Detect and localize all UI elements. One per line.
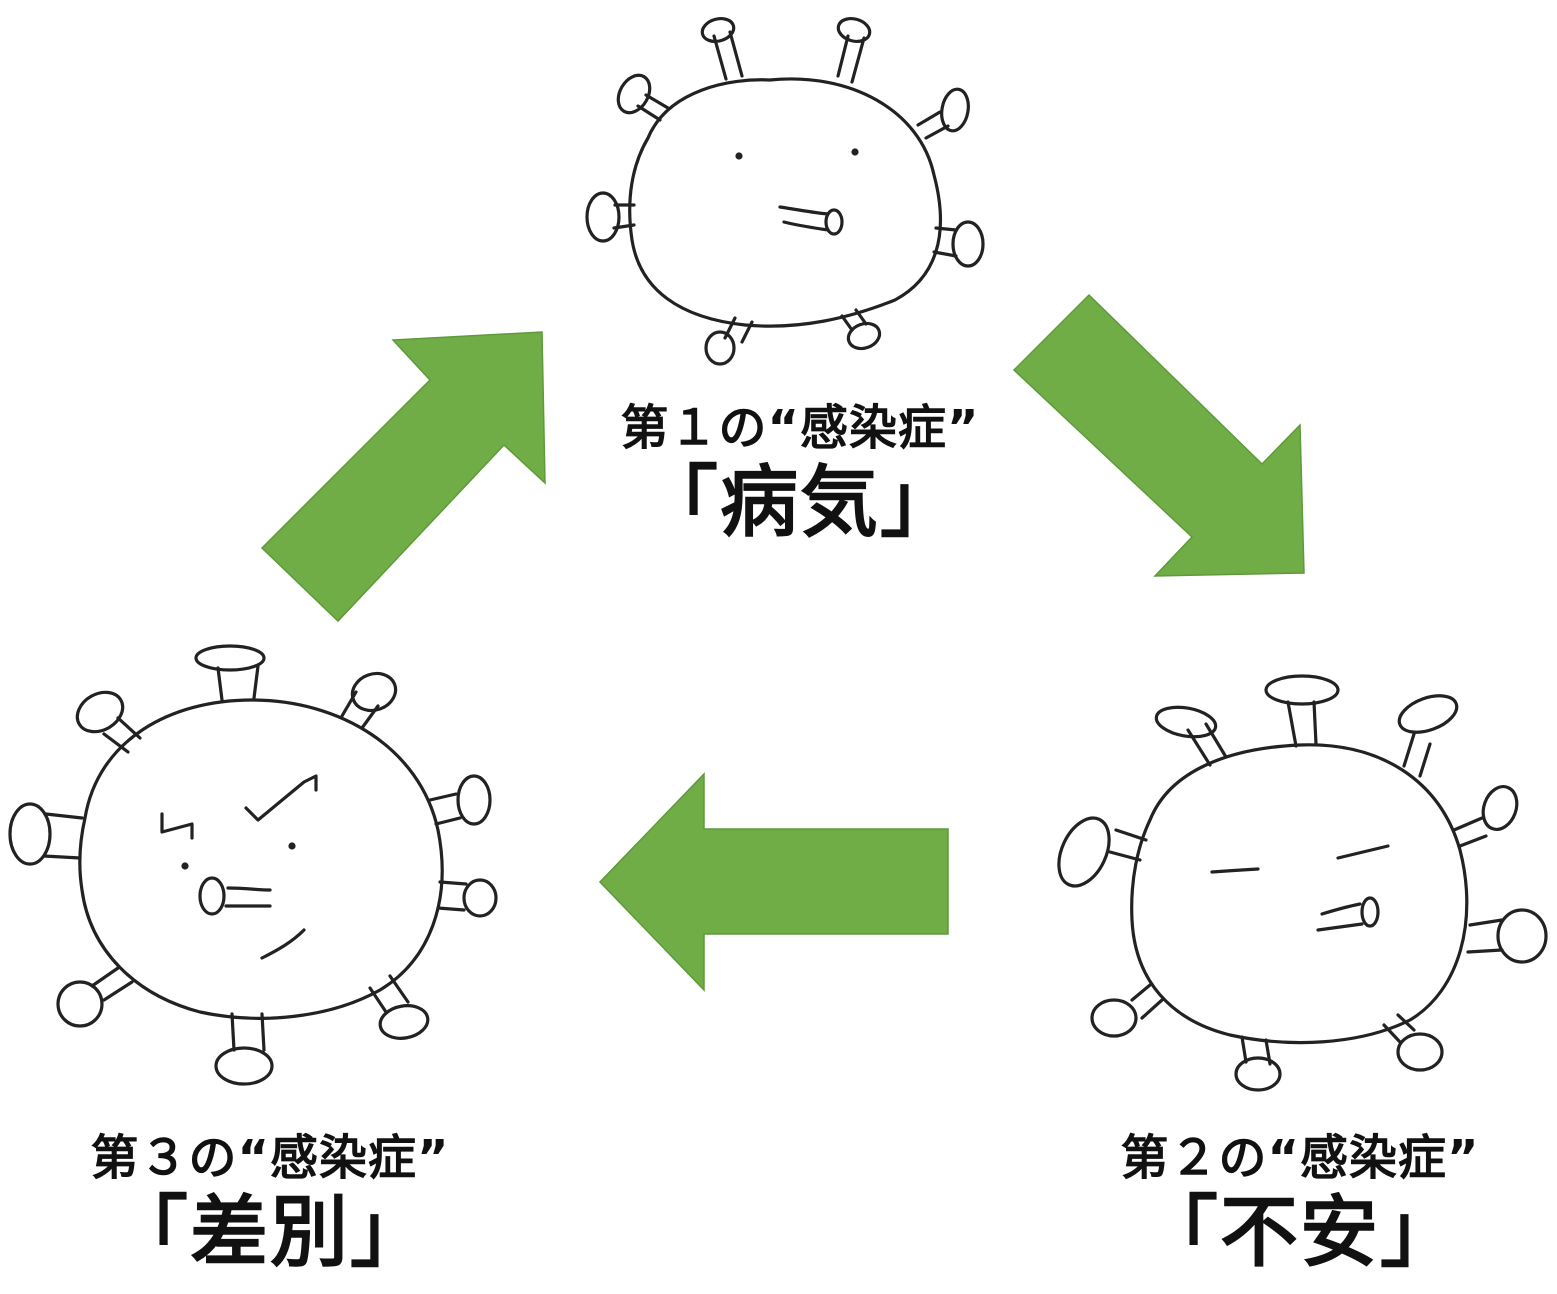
virus-anxious-face-icon [1057,674,1548,1092]
arrow-stage1-to-stage2 [1012,293,1305,577]
stage-2-subtitle: 第２の“感染症” [1120,1130,1480,1186]
stage-3-title: 「差別」 [109,1188,430,1278]
stage-1-subtitle: 第１の“感染症” [620,400,980,456]
stage-3-subtitle: 第３の“感染症” [90,1130,450,1186]
arrow-stage2-to-stage3 [598,772,949,992]
stage-2-label: 第２の“感染症” 「不安」 [1020,1128,1557,1278]
arrow-stage3-to-stage1 [260,331,546,623]
stage-3-label: 第３の“感染症” 「差別」 [0,1128,550,1278]
stage-1-label: 第１の“感染症” 「病気」 [520,398,1080,548]
virus-angry-face-icon [8,644,498,1086]
stage-2-title: 「不安」 [1139,1188,1460,1278]
virus-sick-face-icon [585,16,985,366]
arrows [260,293,1305,992]
stage-1-title: 「病気」 [639,458,960,548]
